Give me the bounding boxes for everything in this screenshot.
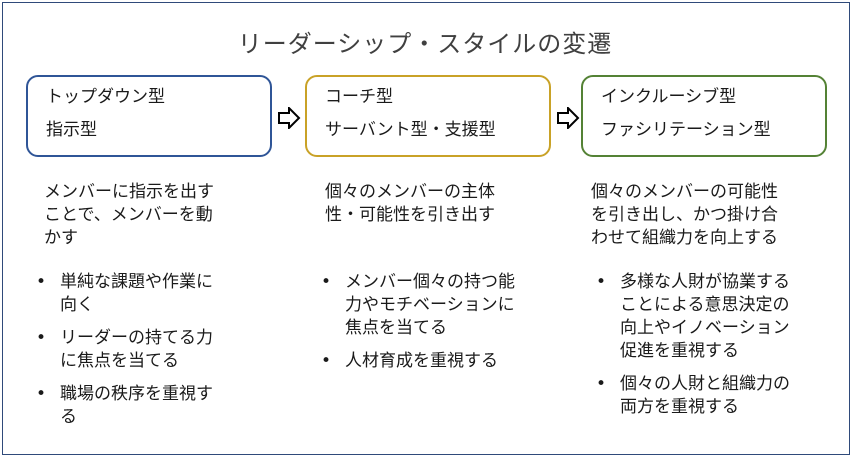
description-line: ことで、メンバーを動 <box>44 205 213 225</box>
stage-box-coach: コーチ型 サーバント型・支援型 <box>305 75 551 157</box>
list-item: • 単純な課題や作業に 向く <box>36 272 213 315</box>
list-item: • 人材育成を重視する <box>321 351 498 371</box>
bullet-icon: • <box>36 384 47 404</box>
description-line: 個々のメンバーの主体 <box>325 182 495 202</box>
stage-description-topdown: メンバーに指示を出す ことで、メンバーを動 かす <box>44 181 214 250</box>
bullet-list-topdown: • 単純な課題や作業に 向く • リーダーの持てる力 に焦点を当てる • 職場の… <box>36 271 213 439</box>
bullet-icon: • <box>36 272 47 292</box>
stage-description-inclusive: 個々のメンバーの可能性 を引き出し、かつ掛け合 わせて組織力を向上する <box>591 181 778 250</box>
bullet-icon: • <box>596 374 607 394</box>
description-line: かす <box>44 228 78 248</box>
stage-subtype-label: 指示型 <box>46 120 97 140</box>
description-line: を引き出し、かつ掛け合 <box>591 205 778 225</box>
stage-box-inclusive: インクルーシブ型 ファシリテーション型 <box>581 75 827 157</box>
description-line: 性・可能性を引き出す <box>325 205 495 225</box>
bullet-list-coach: • メンバー個々の持つ能 力やモチベーションに 焦点を当てる • 人材育成を重視… <box>321 271 515 383</box>
stage-subtype-label: ファシリテーション型 <box>601 120 771 140</box>
bullet-list-inclusive: • 多様な人財が協業する ことによる意思決定の 向上やイノベーション 促進を重視… <box>596 271 790 429</box>
list-item: • 職場の秩序を重視す る <box>36 384 213 427</box>
stage-type-label: インクルーシブ型 <box>601 87 737 107</box>
stage-type-label: トップダウン型 <box>46 87 165 107</box>
description-line: メンバーに指示を出す <box>44 182 214 202</box>
bullet-icon: • <box>36 328 47 348</box>
bullet-icon: • <box>321 351 332 371</box>
list-item: • メンバー個々の持つ能 力やモチベーションに 焦点を当てる <box>321 272 515 338</box>
stage-type-label: コーチ型 <box>325 87 393 107</box>
stage-box-topdown: トップダウン型 指示型 <box>26 75 272 157</box>
description-line: わせて組織力を向上する <box>591 228 778 248</box>
stage-subtype-label: サーバント型・支援型 <box>325 120 496 140</box>
list-item: • リーダーの持てる力 に焦点を当てる <box>36 328 213 371</box>
stage-description-coach: 個々のメンバーの主体 性・可能性を引き出す <box>325 181 495 227</box>
list-item: • 個々の人財と組織力の 両方を重視する <box>596 374 790 417</box>
right-outline-arrow-icon <box>556 107 580 129</box>
list-item: • 多様な人財が協業する ことによる意思決定の 向上やイノベーション 促進を重視… <box>596 272 790 361</box>
diagram-title: リーダーシップ・スタイルの変遷 <box>237 30 613 58</box>
bullet-icon: • <box>321 272 332 292</box>
right-outline-arrow-icon <box>277 107 301 129</box>
description-line: 個々のメンバーの可能性 <box>591 182 778 202</box>
bullet-icon: • <box>596 272 607 292</box>
